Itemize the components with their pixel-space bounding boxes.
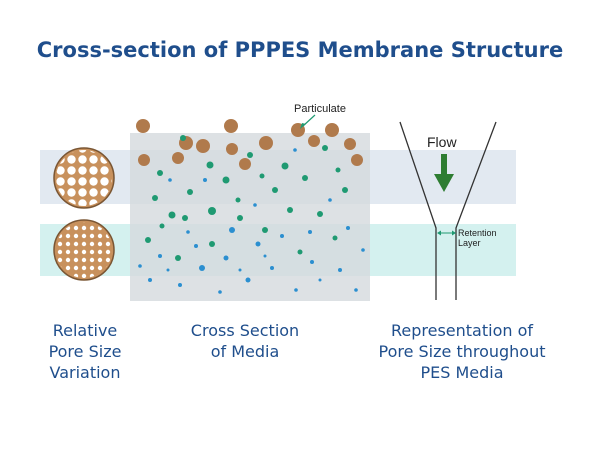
caption-representation: Representation of Pore Size throughout P… <box>378 321 546 382</box>
media-cross-section <box>130 133 370 301</box>
diagram-title: Cross-section of PPPES Membrane Structur… <box>36 38 564 62</box>
caption-pore-size-variation: Relative Pore Size Variation <box>48 321 122 382</box>
particulate-label: Particulate <box>294 103 346 115</box>
blue-particles <box>138 148 365 294</box>
retention-label-line2: Layer <box>458 238 481 248</box>
particulate-group <box>136 119 363 170</box>
flow-arrow-icon <box>434 154 454 192</box>
fine-pore-circle <box>53 219 115 281</box>
flow-label: Flow <box>427 134 457 150</box>
coarse-pore-circle <box>53 147 115 209</box>
retention-label-line1: Retention <box>458 228 497 238</box>
green-particles <box>145 135 348 261</box>
pore-size-funnel <box>399 121 497 300</box>
caption-cross-section: Cross Section of Media <box>190 321 300 361</box>
